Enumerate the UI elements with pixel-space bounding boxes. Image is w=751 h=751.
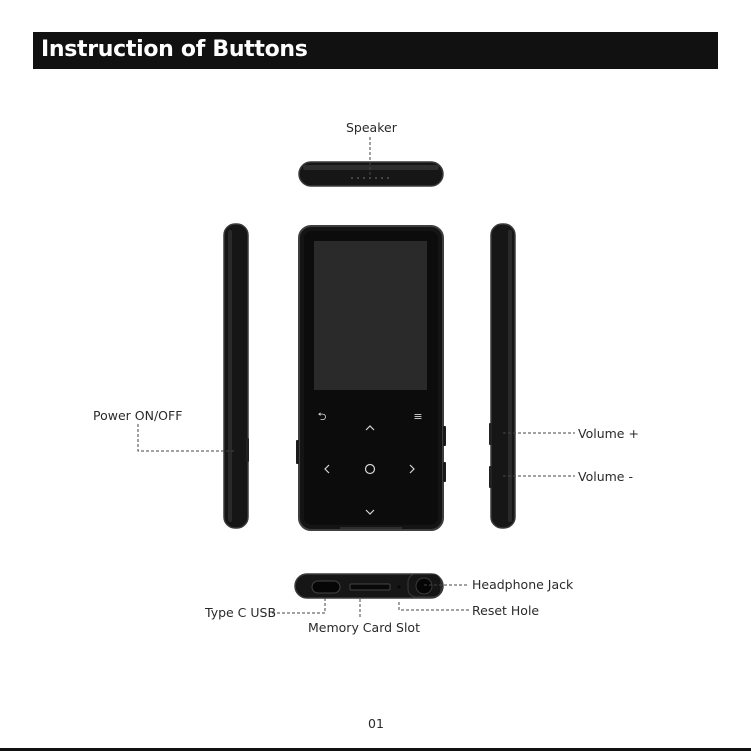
reset-hole	[398, 586, 401, 589]
memory-label: Memory Card Slot	[308, 621, 420, 635]
screen	[314, 241, 427, 390]
page-number: 01	[368, 717, 384, 731]
volume-up-button	[489, 423, 492, 445]
menu-lines-icon: ≡	[413, 410, 422, 423]
device-top-view	[299, 162, 443, 186]
headphone-jack	[416, 578, 432, 594]
usb-label: Type C USB	[205, 606, 276, 620]
power-label: Power ON/OFF	[93, 409, 182, 423]
memory-card-slot	[350, 584, 390, 590]
return-arrow-icon: ⮌	[318, 410, 327, 423]
device-right-side-view	[489, 224, 515, 528]
type-c-port	[312, 581, 340, 593]
volume-down-label: Volume -	[578, 470, 633, 484]
speaker-label: Speaker	[346, 121, 397, 135]
volume-up-label: Volume +	[578, 427, 639, 441]
power-button	[246, 438, 249, 462]
reset-label: Reset Hole	[472, 604, 539, 618]
device-front-view: ⮌ ≡	[296, 226, 446, 530]
headphone-label: Headphone Jack	[472, 578, 573, 592]
device-bottom-view	[295, 574, 443, 598]
volume-down-button	[489, 466, 492, 488]
device-left-side-view	[224, 224, 249, 528]
